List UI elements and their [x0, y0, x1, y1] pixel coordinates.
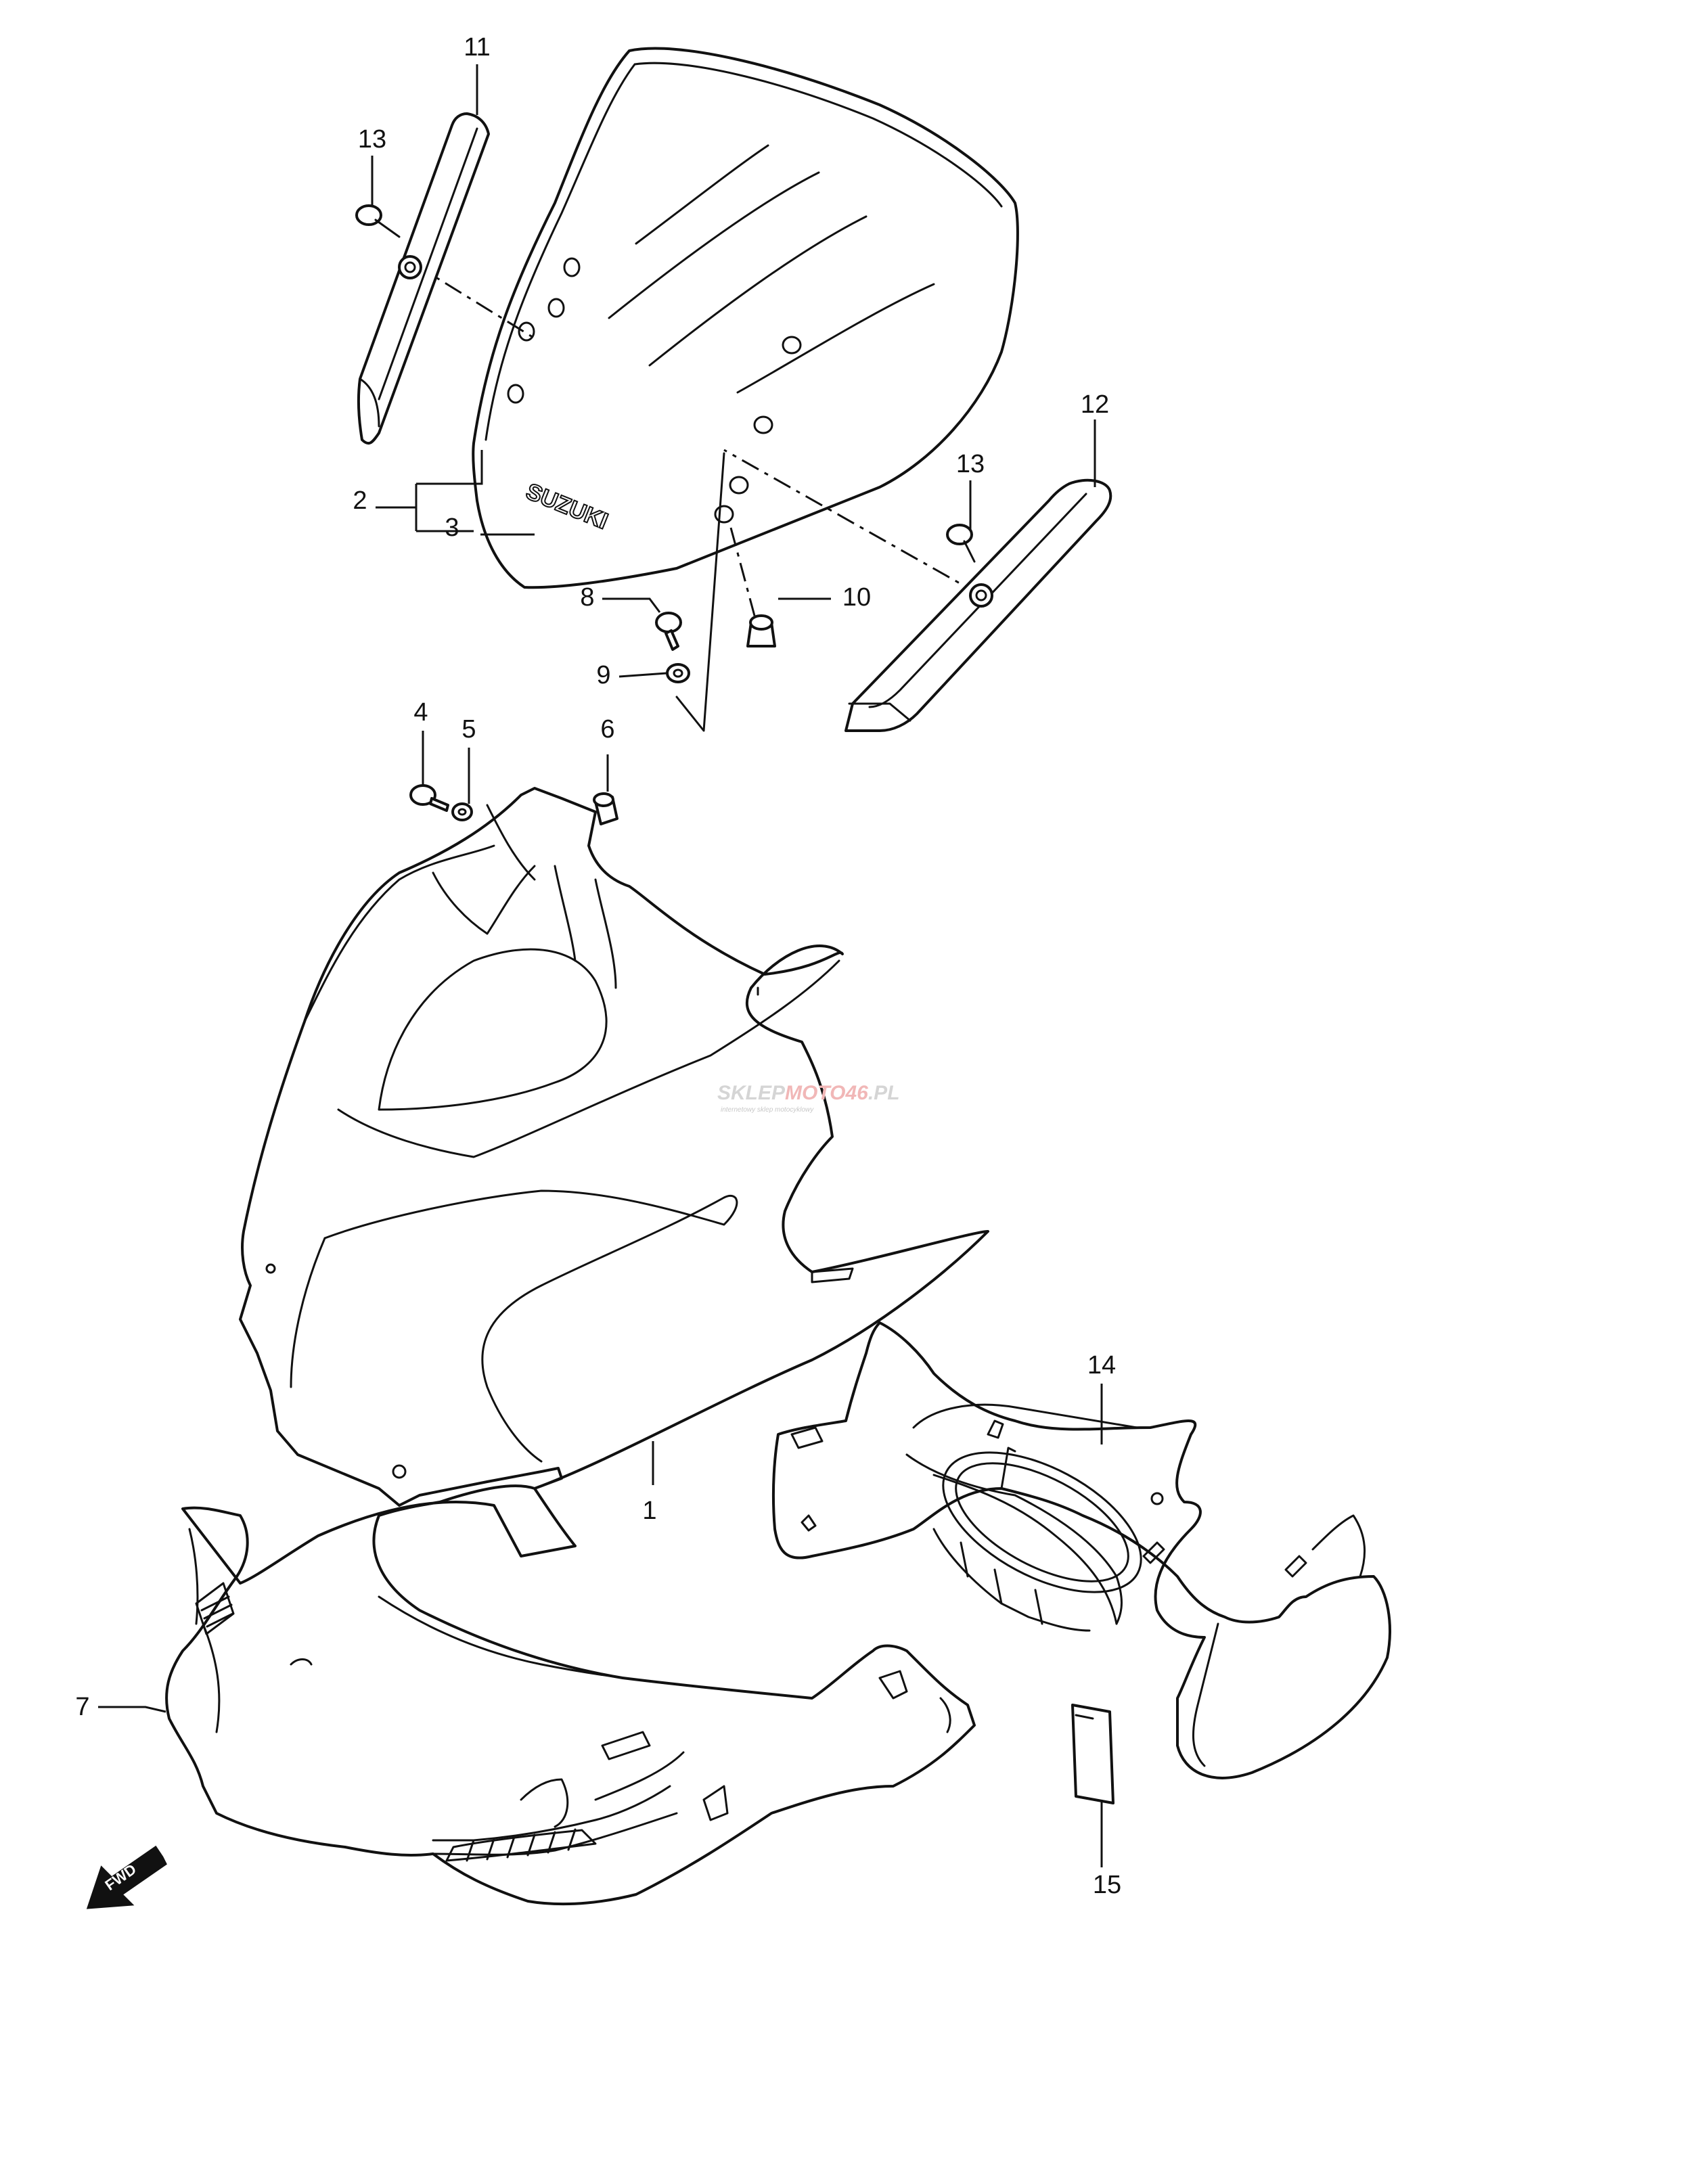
nut-10: [746, 614, 776, 647]
screw-13-left: [355, 204, 422, 279]
screw-13-right: [946, 524, 993, 608]
watermark-part3: .PL: [868, 1082, 900, 1104]
callout-5: 5: [461, 715, 476, 744]
callout-14: 14: [1087, 1351, 1116, 1380]
warning-label: [1071, 1704, 1114, 1804]
watermark-tagline: internetowy sklep motocyklowy: [721, 1106, 814, 1114]
lower-cowl-grille-left: [195, 1582, 235, 1635]
lower-cowl: [165, 1484, 976, 1906]
callout-12: 12: [1081, 390, 1109, 419]
callout-9: 9: [596, 661, 610, 689]
inner-panel: [771, 1321, 1391, 1779]
watermark-part1: SKLEP: [717, 1082, 786, 1104]
callout-8: 8: [580, 583, 594, 612]
callout-13-right: 13: [956, 450, 985, 478]
lower-cowl-grille-right: [445, 1828, 597, 1862]
callout-2: 2: [353, 486, 367, 515]
mount-line-right: [723, 449, 982, 597]
windscreen: SUZUKI: [472, 47, 1019, 589]
callout-1: 1: [642, 1497, 656, 1525]
hardware-guide: [675, 452, 725, 732]
upper-cowl: [239, 787, 989, 1507]
mount-line-left: [413, 263, 535, 340]
leader-lines: [98, 64, 1103, 1867]
washer-9: [666, 663, 690, 683]
callout-11: 11: [464, 33, 490, 62]
callout-15: 15: [1093, 1871, 1121, 1899]
screw-4: [409, 784, 449, 812]
watermark: SKLEPMOTO46.PL internetowy sklep motocyk…: [717, 1082, 900, 1114]
callout-labels: 1 2 3 4 5 6 7 8 9 10 11 12 13 13 14 15: [75, 33, 1121, 1899]
callout-13-left: 13: [358, 125, 386, 154]
callout-6: 6: [600, 715, 614, 744]
svg-text:SKLEPMOTO46.PL: SKLEPMOTO46.PL: [717, 1082, 900, 1104]
fwd-arrow: FWD: [86, 1845, 167, 1909]
screw-8: [655, 612, 682, 651]
mount-line-center: [729, 527, 756, 616]
callout-10: 10: [842, 583, 871, 612]
callout-4: 4: [413, 698, 428, 727]
nut-6: [593, 792, 618, 825]
callout-7: 7: [75, 1693, 89, 1721]
washer-5: [451, 802, 473, 821]
mirror-cover-left: [357, 112, 490, 445]
callout-3: 3: [445, 514, 459, 542]
watermark-part2: MOTO46: [785, 1082, 868, 1104]
